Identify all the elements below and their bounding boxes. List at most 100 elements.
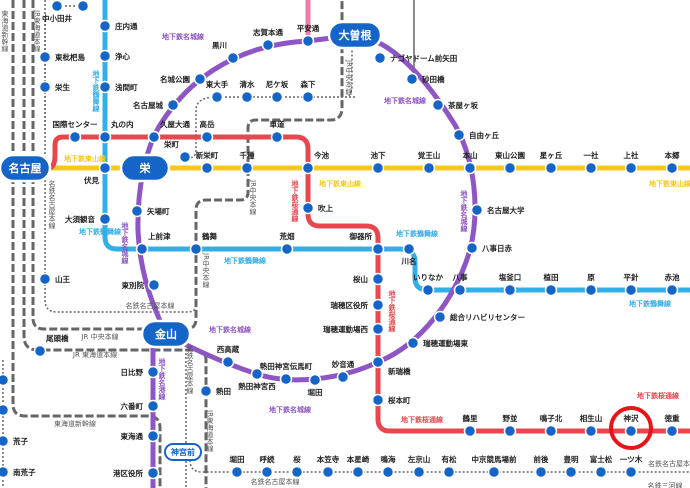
major-station-badge[interactable]: 名古屋	[0, 153, 52, 183]
station[interactable]: 今池	[301, 150, 330, 175]
station[interactable]: 南荒子	[0, 465, 36, 479]
station[interactable]: 熱田神宮西	[238, 367, 276, 392]
station[interactable]: 吹上	[301, 201, 334, 215]
station[interactable]: 本郷	[664, 150, 680, 175]
station[interactable]: 名古屋大学	[470, 203, 525, 217]
station-dot[interactable]	[405, 72, 419, 86]
station-dot[interactable]	[38, 272, 52, 286]
station-dot[interactable]	[240, 90, 254, 104]
station[interactable]: 荒子	[0, 434, 28, 448]
station[interactable]: ナゴヤドーム前矢田	[373, 51, 458, 65]
station[interactable]: 尼ケ坂	[266, 79, 289, 104]
station[interactable]: 鶴舞	[189, 231, 218, 256]
station[interactable]: 御器所	[349, 231, 385, 256]
station-dot[interactable]	[166, 98, 180, 112]
station-dot[interactable]	[412, 465, 426, 479]
station-dot[interactable]	[226, 51, 240, 65]
station-dot[interactable]	[301, 161, 315, 175]
station[interactable]: 清水	[240, 79, 255, 104]
station-dot[interactable]	[594, 465, 608, 479]
station-dot[interactable]	[564, 465, 578, 479]
station-dot[interactable]	[98, 80, 112, 94]
station-dot[interactable]	[200, 161, 214, 175]
station-dot[interactable]	[0, 434, 10, 448]
station[interactable]: 茶屋ヶ坂	[431, 98, 479, 112]
station-dot[interactable]	[321, 465, 335, 479]
station[interactable]: 神沢	[624, 413, 639, 438]
station-dot[interactable]	[76, 0, 90, 13]
station-dot[interactable]	[442, 465, 456, 479]
station[interactable]: 堀田	[230, 454, 245, 479]
station-dot[interactable]	[146, 429, 160, 443]
station[interactable]: 名古屋城	[133, 98, 180, 112]
station[interactable]: 呼続	[260, 454, 275, 479]
station[interactable]: 大須観音	[65, 212, 112, 226]
station[interactable]: 港区役所	[113, 466, 160, 480]
station-dot[interactable]	[178, 150, 192, 164]
station[interactable]: 庄内通	[98, 19, 138, 33]
station-dot[interactable]	[0, 403, 10, 417]
station-dot[interactable]	[406, 336, 420, 350]
station[interactable]: 八事日赤	[465, 241, 513, 255]
station[interactable]: 川名	[401, 242, 417, 267]
station-dot[interactable]	[261, 38, 275, 52]
station[interactable]: 千種	[240, 150, 255, 175]
station[interactable]: 東別院	[122, 278, 161, 292]
station[interactable]: 妙音通	[332, 359, 355, 384]
station-dot[interactable]	[503, 283, 517, 297]
station-dot[interactable]	[584, 424, 598, 438]
station[interactable]: 塩釜口	[499, 272, 522, 297]
station[interactable]: 新栄町	[196, 150, 219, 175]
station[interactable]: 日比野	[121, 365, 160, 379]
station-dot[interactable]	[98, 130, 112, 144]
station-dot[interactable]	[146, 466, 160, 480]
station-dot[interactable]	[200, 130, 214, 144]
station-dot[interactable]	[33, 344, 47, 358]
station-dot[interactable]	[465, 241, 479, 255]
station-dot[interactable]	[453, 283, 467, 297]
station-dot[interactable]	[240, 161, 254, 175]
station[interactable]: 本星崎	[346, 454, 370, 479]
station-dot[interactable]	[260, 465, 274, 479]
station[interactable]: 中小田井	[42, 0, 72, 24]
station[interactable]: 八事	[452, 272, 468, 297]
station[interactable]: 中京競馬場前	[472, 454, 517, 479]
station[interactable]: 堀田	[308, 373, 323, 398]
station[interactable]: 鳴海	[381, 454, 396, 479]
station-dot[interactable]	[373, 51, 387, 65]
station-dot[interactable]	[371, 393, 385, 407]
station[interactable]: 新瑞橋	[371, 355, 411, 377]
station-dot[interactable]	[301, 34, 315, 48]
station[interactable]: 野並	[503, 413, 518, 438]
station-dot[interactable]	[371, 272, 385, 286]
station-dot[interactable]	[371, 355, 385, 369]
station-dot[interactable]	[624, 161, 638, 175]
station[interactable]: 富士松	[590, 454, 613, 479]
station[interactable]: 高岳	[200, 119, 215, 144]
station[interactable]: 六番町	[121, 399, 160, 413]
station[interactable]: 桜山	[353, 272, 385, 286]
station[interactable]: 桜本町	[371, 393, 411, 407]
major-station-badge[interactable]: 神宮前	[164, 443, 202, 461]
station[interactable]: 国際センター	[53, 119, 98, 144]
station-dot[interactable]	[38, 50, 52, 64]
station-dot[interactable]	[146, 399, 160, 413]
major-station-badge[interactable]: 大曽根	[327, 20, 383, 50]
station-dot[interactable]	[371, 242, 385, 256]
station-dot[interactable]	[221, 355, 235, 369]
station-dot[interactable]	[250, 367, 264, 381]
station-dot[interactable]	[371, 161, 385, 175]
station-dot[interactable]	[584, 283, 598, 297]
station[interactable]: 森下	[301, 79, 316, 104]
station-dot[interactable]	[351, 465, 365, 479]
station[interactable]: 鳴子北	[540, 413, 563, 438]
station-dot[interactable]	[665, 283, 679, 297]
station[interactable]: 丸の内	[98, 119, 134, 144]
station[interactable]: 原	[584, 273, 598, 297]
station[interactable]: 東枇杷島	[38, 50, 86, 64]
station-dot[interactable]	[624, 424, 638, 438]
station[interactable]: 伏見	[84, 161, 112, 186]
station[interactable]: 覚王山	[418, 150, 441, 175]
station-dot[interactable]	[199, 384, 213, 398]
station-dot[interactable]	[422, 161, 436, 175]
